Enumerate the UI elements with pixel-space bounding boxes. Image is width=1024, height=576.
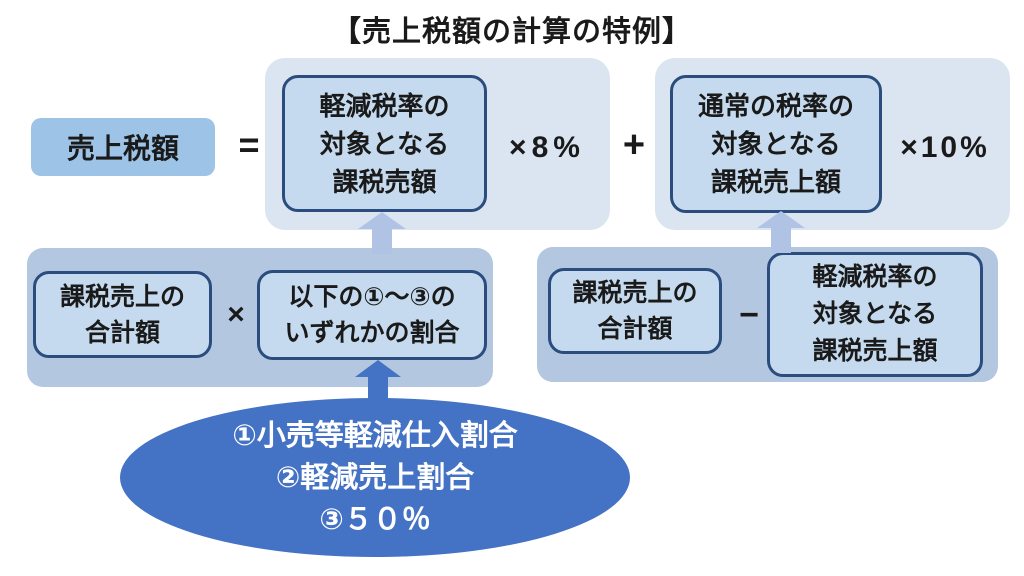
total-taxable-sales-box-right: 課税売上の 合計額 bbox=[548, 268, 722, 354]
times-8-percent-label: ×8% bbox=[509, 130, 585, 164]
ratio-choice-box: 以下の①～③の いずれかの割合 bbox=[257, 270, 487, 360]
total-taxable-sales-box-left: 課税売上の 合計額 bbox=[33, 271, 212, 358]
up-arrow-standard-icon bbox=[757, 211, 805, 253]
times-10-percent-label: ×10% bbox=[900, 130, 990, 164]
multiply-sign: × bbox=[227, 298, 245, 331]
minus-sign: − bbox=[739, 295, 759, 334]
plus-sign: + bbox=[622, 123, 646, 166]
equals-sign: = bbox=[238, 124, 260, 165]
sales-tax-amount-box: 売上税額 bbox=[31, 118, 215, 176]
diagram-title: 【売上税額の計算の特例】 bbox=[331, 16, 692, 48]
reduced-rate-sales-subtract-box: 軽減税率の 対象となる 課税売上額 bbox=[767, 252, 983, 377]
ratio-options-ellipse: ①小売等軽減仕入割合 ②軽減売上割合 ③５０％ bbox=[120, 398, 630, 557]
up-arrow-reduced-icon bbox=[358, 212, 406, 254]
standard-rate-taxable-sales-box: 通常の税率の 対象となる 課税売上額 bbox=[670, 75, 882, 213]
up-arrow-ratio-options-icon bbox=[355, 360, 401, 408]
reduced-rate-taxable-sales-box: 軽減税率の 対象となる 課税売額 bbox=[282, 75, 487, 212]
